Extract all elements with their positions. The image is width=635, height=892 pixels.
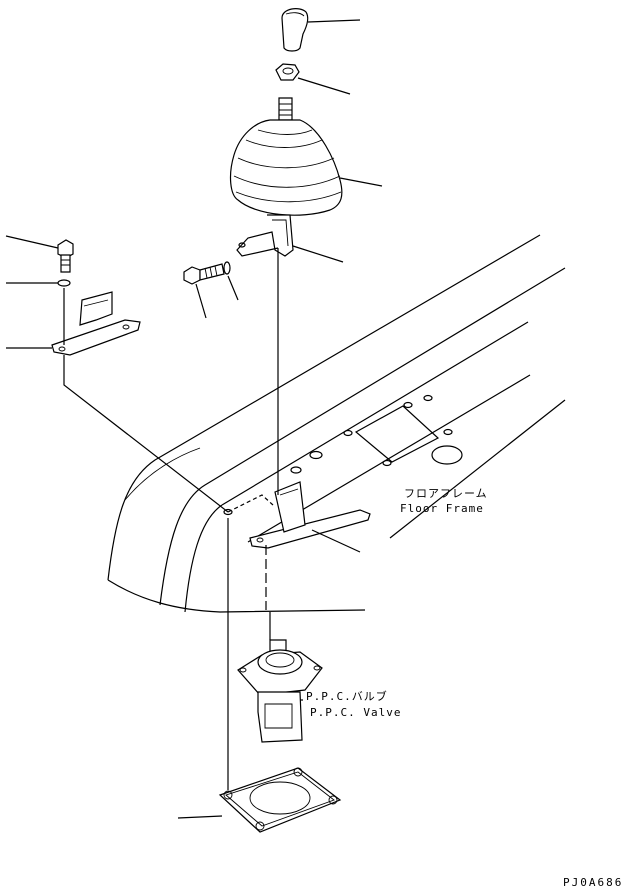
assembly-lines bbox=[63, 248, 279, 790]
floor-frame-holes bbox=[223, 394, 463, 516]
lever-knob bbox=[281, 8, 361, 52]
bolt-middle bbox=[183, 261, 239, 319]
ppc-valve-label-en: P.P.C. Valve bbox=[310, 706, 402, 719]
ppc-valve bbox=[237, 639, 323, 743]
nut bbox=[275, 63, 351, 95]
lever-boot bbox=[229, 119, 383, 216]
ppc-valve-label-jp: P.P.C.バルブ bbox=[306, 690, 388, 703]
gasket-plate bbox=[177, 767, 342, 833]
lever-bracket bbox=[236, 214, 344, 263]
bolt-left bbox=[5, 235, 74, 273]
washer-left bbox=[6, 279, 71, 287]
floor-frame-label-en: Floor Frame bbox=[400, 502, 484, 515]
lever-rod bbox=[278, 97, 293, 121]
floor-bracket bbox=[249, 481, 371, 553]
floor-frame bbox=[107, 234, 566, 613]
bracket-left bbox=[6, 288, 141, 356]
floor-frame-label-jp: フロアフレーム bbox=[404, 487, 488, 500]
drawing-code: PJ0A686 bbox=[563, 876, 624, 889]
